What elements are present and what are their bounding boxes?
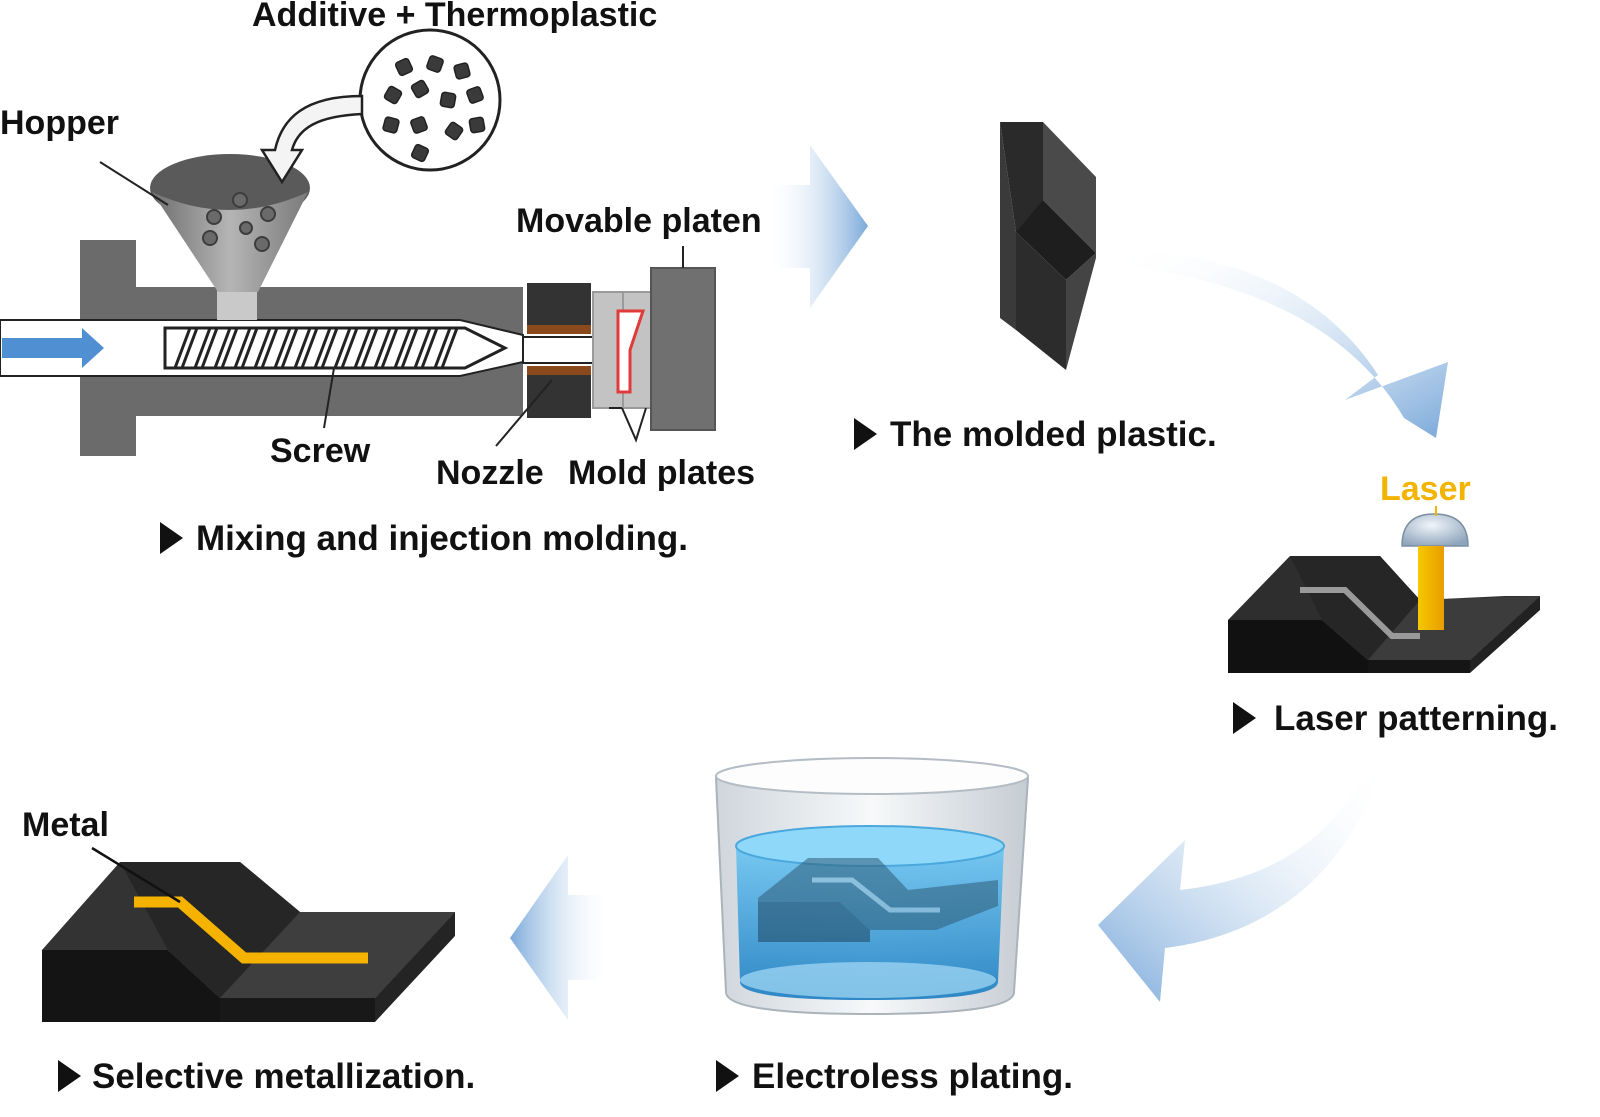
label-hopper: Hopper	[0, 104, 119, 142]
laser-beam	[1418, 546, 1444, 630]
nozzle-block-top	[527, 283, 591, 333]
metal-leader	[91, 846, 181, 904]
flow-arrow-curve-down	[1110, 251, 1448, 438]
triangle-marker-selective	[58, 1060, 81, 1092]
metal-track	[134, 896, 368, 964]
label-movable-platen: Movable platen	[516, 202, 762, 240]
additive-pellets	[382, 55, 486, 163]
caption-molded: The molded plastic.	[890, 415, 1217, 454]
label-additive: Additive + Thermoplastic	[252, 0, 657, 34]
flow-arrow-left	[510, 855, 612, 1020]
leader-lines	[99, 161, 684, 447]
hopper-throat	[217, 287, 257, 320]
triangle-marker-laser	[1233, 702, 1256, 734]
metallized-part	[42, 846, 455, 1022]
submerged-part	[758, 858, 998, 942]
hopper-pellets	[202, 192, 276, 252]
triangle-marker-electroless	[716, 1060, 739, 1092]
caption-markers	[58, 418, 1256, 1092]
additive-arrow	[259, 94, 364, 185]
laser-head	[1401, 513, 1469, 547]
injection-molding-machine	[0, 28, 716, 456]
hopper-rim	[150, 154, 310, 222]
plating-beaker	[714, 757, 1030, 1016]
nozzle-band-top	[527, 325, 591, 334]
laser-track	[1300, 587, 1420, 639]
label-metal: Metal	[22, 806, 109, 844]
triangle-marker-mixing	[160, 522, 183, 554]
label-mold-plates: Mold plates	[568, 454, 755, 492]
caption-electroless: Electroless plating.	[752, 1057, 1073, 1096]
screw-flights	[173, 327, 459, 369]
flow-arrow-right	[765, 145, 868, 308]
nozzle-channel	[522, 336, 594, 364]
caption-mixing: Mixing and injection molding.	[196, 519, 688, 558]
flow-arrows	[510, 145, 1448, 1020]
label-nozzle: Nozzle	[436, 454, 544, 492]
nozzle-band-bottom	[527, 366, 591, 375]
triangle-marker-molded	[854, 418, 877, 450]
molded-plastic	[1000, 122, 1096, 370]
beaker-rim	[715, 757, 1029, 795]
caption-selective: Selective metallization.	[92, 1057, 475, 1096]
feed-arrow	[2, 328, 104, 368]
mold-cavity	[616, 309, 646, 394]
label-screw: Screw	[270, 432, 371, 470]
flow-arrow-curve-left	[1098, 760, 1380, 1002]
label-laser: Laser	[1380, 470, 1471, 508]
laser-patterning-part	[1228, 506, 1540, 673]
caption-laser-patterning: Laser patterning.	[1274, 699, 1558, 738]
movable-platen	[650, 267, 716, 431]
